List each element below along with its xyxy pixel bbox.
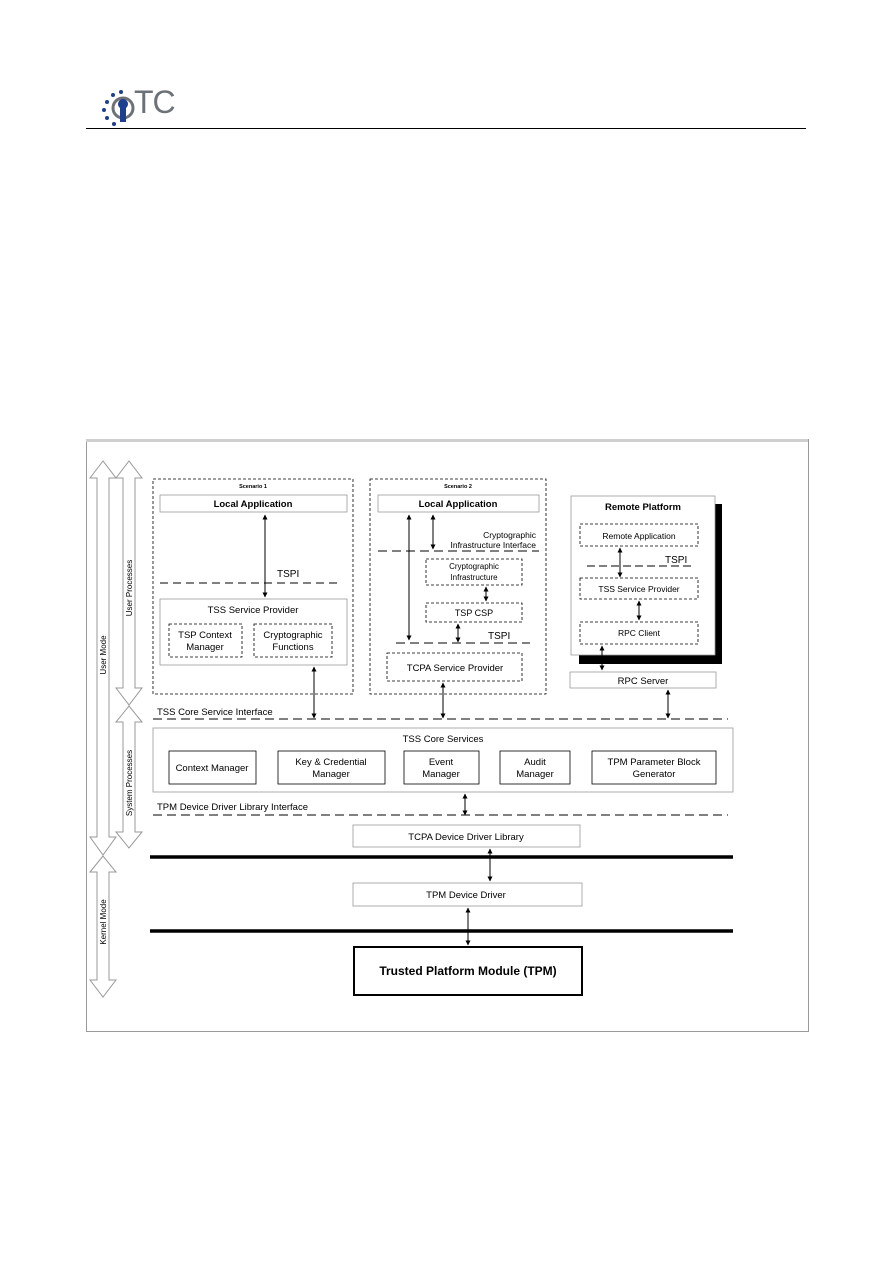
rpc-client-box xyxy=(579,621,699,645)
audit-manager-line2: Manager xyxy=(516,769,554,780)
scenario2-box xyxy=(369,478,547,695)
crypto-interface-line1: Cryptographic xyxy=(483,530,537,540)
tcpa-service-provider: TCPA Service Provider xyxy=(407,663,503,674)
tpm-parameter-block-generator-line1: TPM Parameter Block xyxy=(608,757,701,768)
tcpa-service-provider-box xyxy=(386,652,523,682)
system-processes-label: System Processes xyxy=(125,750,134,816)
header-rule xyxy=(86,128,806,129)
crypto-infrastructure-line1: Cryptographic xyxy=(449,562,499,571)
system-processes-arrow xyxy=(114,705,144,849)
key-credential-manager-line1: Key & Credential xyxy=(295,757,366,768)
scenario2-tspi: TSPI xyxy=(488,631,510,642)
scenario2-title: Scenario 2 xyxy=(444,484,472,490)
logo-text: TC xyxy=(134,84,176,120)
scenario1-title: Scenario 1 xyxy=(239,484,267,490)
cryptographic-functions-line1: Cryptographic xyxy=(263,630,322,641)
tsp-csp-box xyxy=(425,602,523,623)
tpm-label: Trusted Platform Module (TPM) xyxy=(379,964,556,978)
user-mode-label: User Mode xyxy=(99,635,108,675)
tpm-device-driver-box xyxy=(352,882,583,907)
tpm-parameter-block-generator-line2: Generator xyxy=(633,769,676,780)
remote-application-box xyxy=(579,523,699,547)
remote-tspi: TSPI xyxy=(665,555,687,566)
tss-core-services-title: TSS Core Services xyxy=(403,734,484,745)
tsp-context-manager-line2: Manager xyxy=(186,642,224,653)
remote-platform-title: Remote Platform xyxy=(605,502,681,513)
rpc-client: RPC Client xyxy=(618,628,661,638)
scenario1-local-application-box xyxy=(159,494,348,513)
remote-application: Remote Application xyxy=(602,531,676,541)
tss-core-service-interface-label: TSS Core Service Interface xyxy=(157,707,273,718)
tsp-context-manager-line1: TSP Context xyxy=(178,630,232,641)
context-manager: Context Manager xyxy=(176,763,249,774)
crypto-infrastructure-box xyxy=(425,558,523,586)
scenario1-tspi: TSPI xyxy=(277,569,299,580)
kernel-mode-arrow xyxy=(88,855,118,998)
itc-logo-icon xyxy=(102,90,135,126)
context-manager-box xyxy=(168,750,257,785)
tpm-ddl-interface-label: TPM Device Driver Library Interface xyxy=(157,802,308,813)
crypto-interface-line2: Infrastructure Interface xyxy=(450,540,536,550)
user-processes-label: User Processes xyxy=(125,560,134,616)
scenario1-local-application: Local Application xyxy=(214,499,293,510)
event-manager-box xyxy=(403,750,480,785)
cryptographic-functions-line2: Functions xyxy=(272,642,313,653)
audit-manager-box xyxy=(499,750,571,785)
user-mode-arrow xyxy=(88,460,118,856)
tcpa-device-driver-library: TCPA Device Driver Library xyxy=(408,832,524,843)
remote-tss-service-provider: TSS Service Provider xyxy=(598,584,679,594)
tpm-box xyxy=(353,946,583,996)
tpm-device-driver: TPM Device Driver xyxy=(426,890,506,901)
scenario2-local-application-box xyxy=(377,494,540,513)
audit-manager-line1: Audit xyxy=(524,757,546,768)
scenario1-tss-service-provider: TSS Service Provider xyxy=(208,605,299,616)
rpc-server-box xyxy=(569,671,717,689)
figure-frame-top-edge xyxy=(86,439,808,442)
kernel-mode-label: Kernel Mode xyxy=(99,899,108,945)
remote-tss-service-provider-box xyxy=(579,577,699,600)
tsp-csp: TSP CSP xyxy=(455,608,493,618)
event-manager-line2: Manager xyxy=(422,769,460,780)
crypto-infrastructure-line2: Infrastructure xyxy=(450,573,498,582)
key-credential-manager-line2: Manager xyxy=(312,769,350,780)
event-manager-line1: Event xyxy=(429,757,454,768)
rpc-server: RPC Server xyxy=(618,676,669,687)
scenario2-local-application: Local Application xyxy=(419,499,498,510)
tcpa-device-driver-library-box xyxy=(352,824,581,848)
scenario1-box xyxy=(152,478,354,695)
key-credential-manager-box xyxy=(277,750,386,785)
user-processes-arrow xyxy=(114,460,144,706)
tpm-parameter-block-generator-box xyxy=(591,750,717,785)
cryptographic-functions-box xyxy=(253,623,333,658)
tsp-context-manager-box xyxy=(168,623,243,658)
